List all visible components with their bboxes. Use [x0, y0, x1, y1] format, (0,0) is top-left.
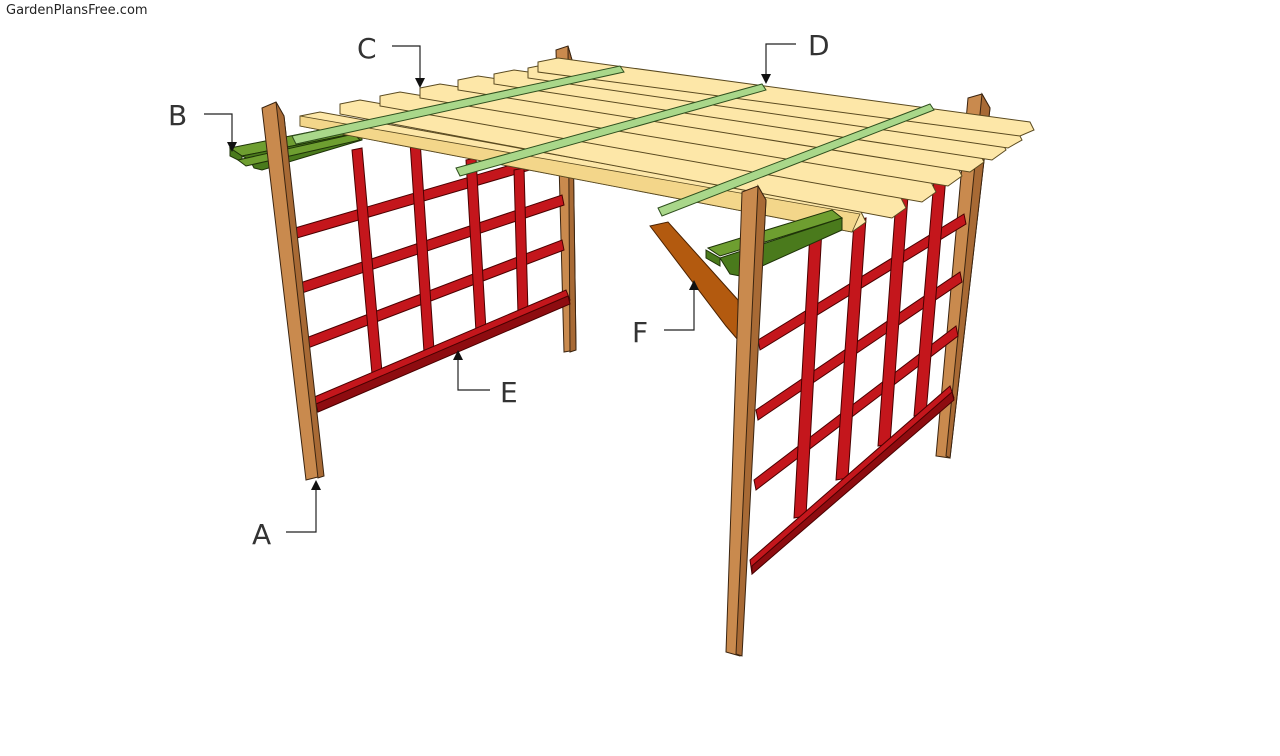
site-watermark: GardenPlansFree.com — [6, 3, 148, 18]
trellis-right — [749, 175, 967, 576]
callout-D: D — [761, 29, 830, 84]
label-F: F — [632, 316, 648, 349]
callout-F: F — [632, 280, 699, 349]
label-C: C — [357, 32, 377, 65]
label-B: B — [168, 99, 187, 132]
trellis-left — [294, 139, 571, 413]
callout-B: B — [168, 99, 237, 152]
callout-A: A — [252, 480, 321, 551]
label-D: D — [808, 29, 830, 62]
label-E: E — [500, 376, 518, 409]
post-front-left — [261, 101, 325, 481]
rafters — [299, 57, 1035, 233]
callout-C: C — [357, 32, 425, 88]
label-A: A — [252, 518, 271, 551]
slats — [291, 65, 935, 217]
callout-E: E — [453, 350, 518, 409]
post-front-right — [725, 184, 767, 657]
